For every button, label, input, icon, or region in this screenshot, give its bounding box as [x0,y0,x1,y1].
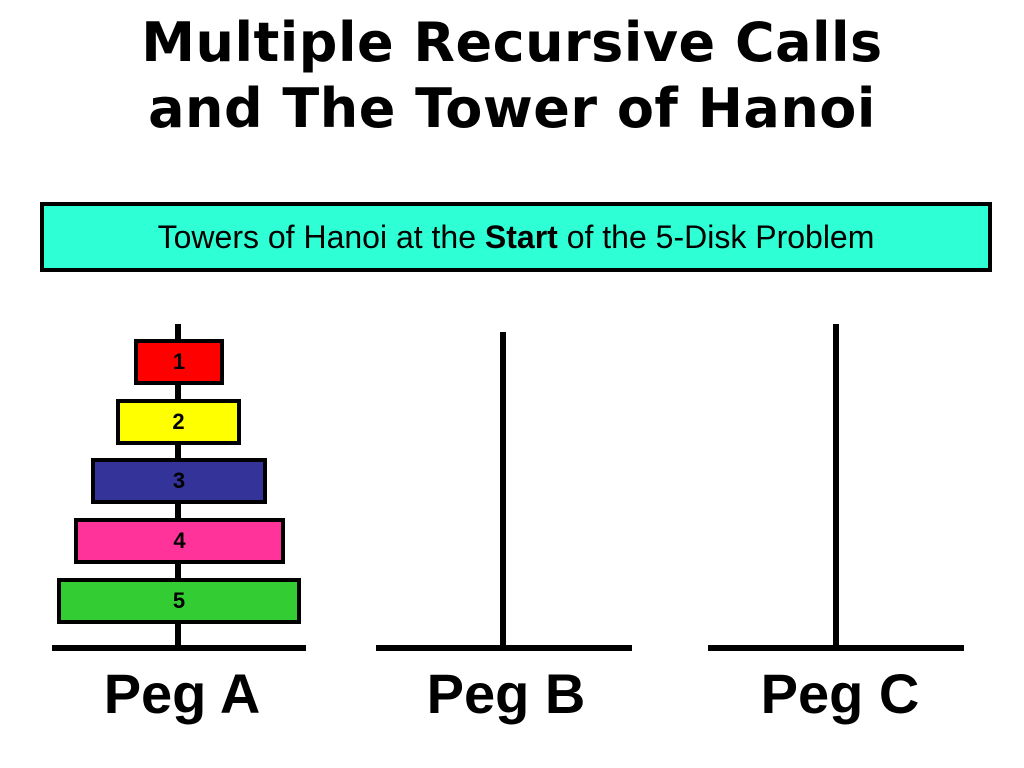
disk-2-label: 2 [172,409,185,434]
banner-emphasis: Start [484,219,558,255]
peg-c-label: Peg C [760,662,920,725]
banner-suffix: of the 5-Disk Problem [557,219,875,255]
peg-b-base [376,645,632,651]
disk-4: 4 [74,518,285,564]
disk-5: 5 [57,578,301,624]
banner-prefix: Towers of Hanoi at the [157,219,485,255]
disk-4-label: 4 [173,528,186,553]
peg-b-post [500,332,506,650]
peg-a-base [52,645,306,651]
disk-3-label: 3 [172,468,186,493]
disk-1-label: 1 [172,349,186,374]
peg-c-post [833,324,839,650]
disk-5-label: 5 [172,588,186,613]
peg-c-base [708,645,964,651]
caption-banner: Towers of Hanoi at the Start of the 5-Di… [40,202,992,272]
disk-2: 2 [116,399,241,445]
title-line-2: and The Tower of Hanoi [148,77,876,140]
disk-1: 1 [134,339,224,385]
peg-b-label: Peg B [426,662,586,725]
title-line-1: Multiple Recursive Calls [141,11,883,74]
peg-a-label: Peg A [103,662,261,725]
disk-3: 3 [91,458,267,504]
slide-title: Multiple Recursive Calls and The Tower o… [0,10,1024,142]
